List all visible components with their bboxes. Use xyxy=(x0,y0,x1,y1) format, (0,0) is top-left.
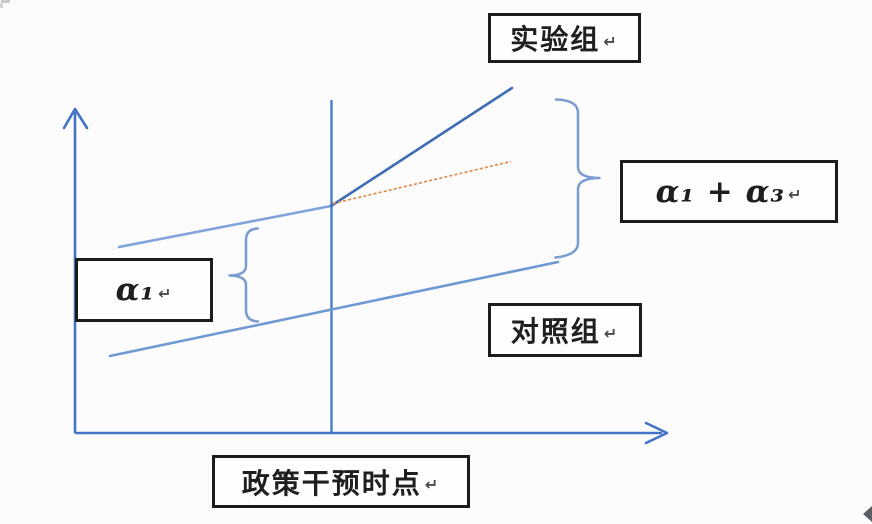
alpha1-brace xyxy=(228,227,260,323)
return-mark-icon: ↵ xyxy=(603,323,620,343)
return-mark-icon: ↵ xyxy=(158,283,173,303)
alpha1-plus-alpha3-brace xyxy=(554,98,601,259)
control-group-label: 对照组 xyxy=(510,315,601,348)
treatment-pre-line xyxy=(117,204,333,249)
corner-mark-icon xyxy=(863,506,872,522)
return-mark-icon: ↵ xyxy=(788,185,803,204)
policy-intervention-time-label-box: 政策干预时点↵ xyxy=(212,455,470,508)
return-mark-icon: ↵ xyxy=(603,31,619,51)
treatment-group-label: 实验组 xyxy=(510,23,601,56)
top-left-artifact xyxy=(0,0,10,8)
alpha1-label-box: α₁↵ xyxy=(75,258,213,322)
control-group-line xyxy=(108,260,560,358)
alpha1-label: α₁ xyxy=(115,272,156,308)
policy-intervention-time-label: 政策干预时点 xyxy=(241,466,422,500)
alpha1-plus-alpha3-label: α₁ + α₃ xyxy=(655,173,786,210)
treatment-post-line xyxy=(329,86,514,208)
return-mark-icon: ↵ xyxy=(424,475,441,494)
alpha1-plus-alpha3-label-box: α₁ + α₃↵ xyxy=(620,160,838,223)
treatment-group-label-box: 实验组↵ xyxy=(488,13,641,63)
x-axis-arrowhead-icon xyxy=(644,421,669,445)
control-group-label-box: 对照组↵ xyxy=(488,303,642,357)
counterfactual-dashed-line xyxy=(332,160,512,205)
y-axis-arrowhead-icon xyxy=(62,107,89,130)
